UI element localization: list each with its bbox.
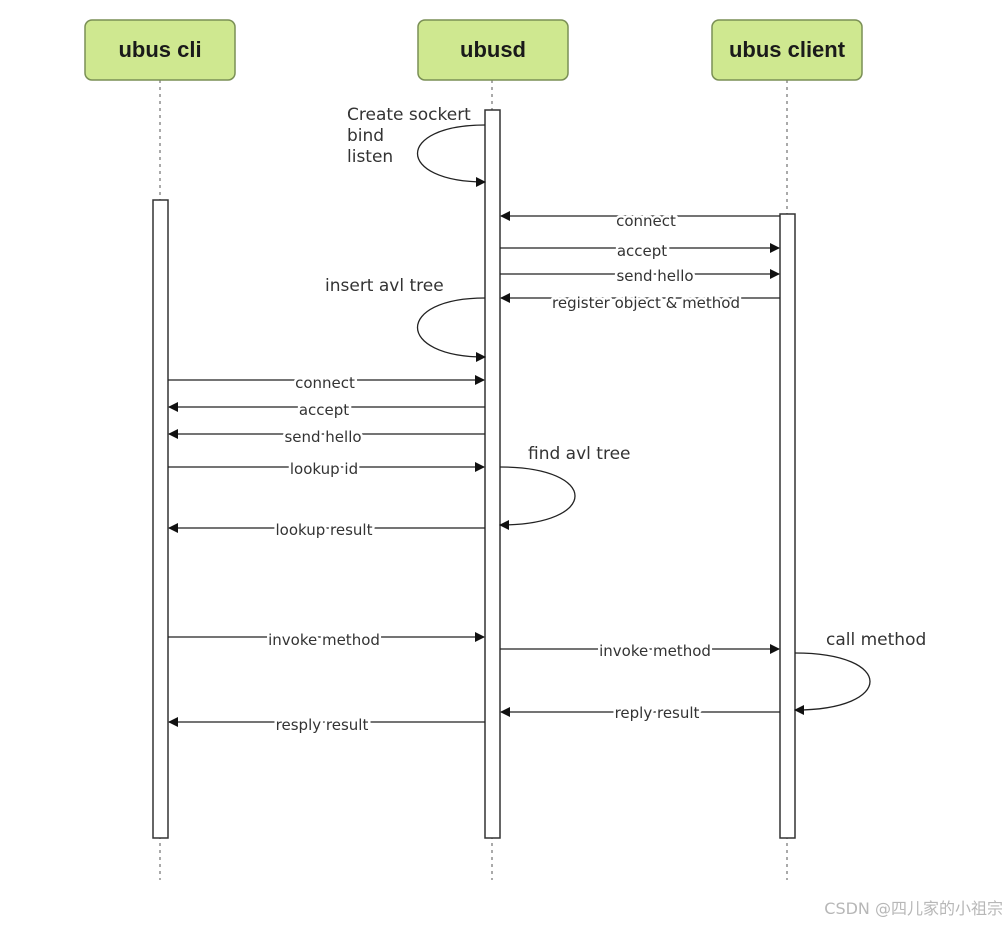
activation-ubusd (484, 109, 501, 839)
message-lookup-id: lookup id (168, 458, 485, 481)
message-label: resply result (276, 716, 369, 734)
message-lookup-result: lookup result (168, 519, 485, 542)
note-line: Create sockert (347, 105, 471, 125)
message-send-hello-cli: send hello (168, 426, 485, 449)
message-label: reply result (615, 704, 700, 722)
activation-ubus-cli (152, 199, 169, 839)
message-label: lookup result (276, 521, 373, 539)
note-find-tree: find avl tree (528, 444, 630, 464)
watermark: CSDN @四儿家的小祖宗 (824, 899, 1003, 918)
self-loop-call-method (794, 652, 871, 715)
message-label: send hello (284, 428, 361, 446)
actor-ubusd: ubusd (417, 19, 569, 81)
note-line: listen (347, 147, 393, 167)
message-label: register object & method (552, 294, 740, 312)
actor-label: ubusd (460, 37, 526, 62)
note-insert-tree: insert avl tree (325, 276, 444, 296)
actor-label: ubus cli (118, 37, 201, 62)
message-label: send hello (616, 267, 693, 285)
message-invoke-method-cli: invoke method (168, 629, 485, 652)
message-invoke-method-client: invoke method (500, 640, 780, 663)
actor-ubus-client: ubus client (711, 19, 863, 81)
message-label: invoke method (268, 631, 380, 649)
message-connect-client: connect (500, 210, 780, 233)
self-loop-find-tree (499, 466, 576, 530)
message-register-object: register object & method (500, 292, 780, 315)
actor-ubus-cli: ubus cli (84, 19, 236, 81)
message-send-hello-client: send hello (500, 265, 780, 288)
message-accept-client: accept (500, 240, 780, 263)
message-reply-result: reply result (500, 702, 780, 725)
note-call-method: call method (826, 630, 926, 650)
message-resply-result: resply result (168, 714, 485, 737)
note-line: bind (347, 126, 384, 146)
message-label: invoke method (599, 642, 711, 660)
message-label: connect (616, 212, 676, 230)
message-label: accept (617, 242, 667, 260)
message-label: lookup id (290, 460, 358, 478)
note-create-socket: Create sockert bind listen (347, 105, 476, 167)
self-loop-insert-tree (416, 297, 486, 362)
activation-ubus-client (779, 213, 796, 839)
message-accept-cli: accept (168, 399, 485, 422)
message-label: connect (295, 374, 355, 392)
self-loop-create-socket (416, 124, 486, 187)
message-label: accept (299, 401, 349, 419)
actor-label: ubus client (729, 37, 846, 62)
message-connect-cli: connect (168, 372, 485, 395)
